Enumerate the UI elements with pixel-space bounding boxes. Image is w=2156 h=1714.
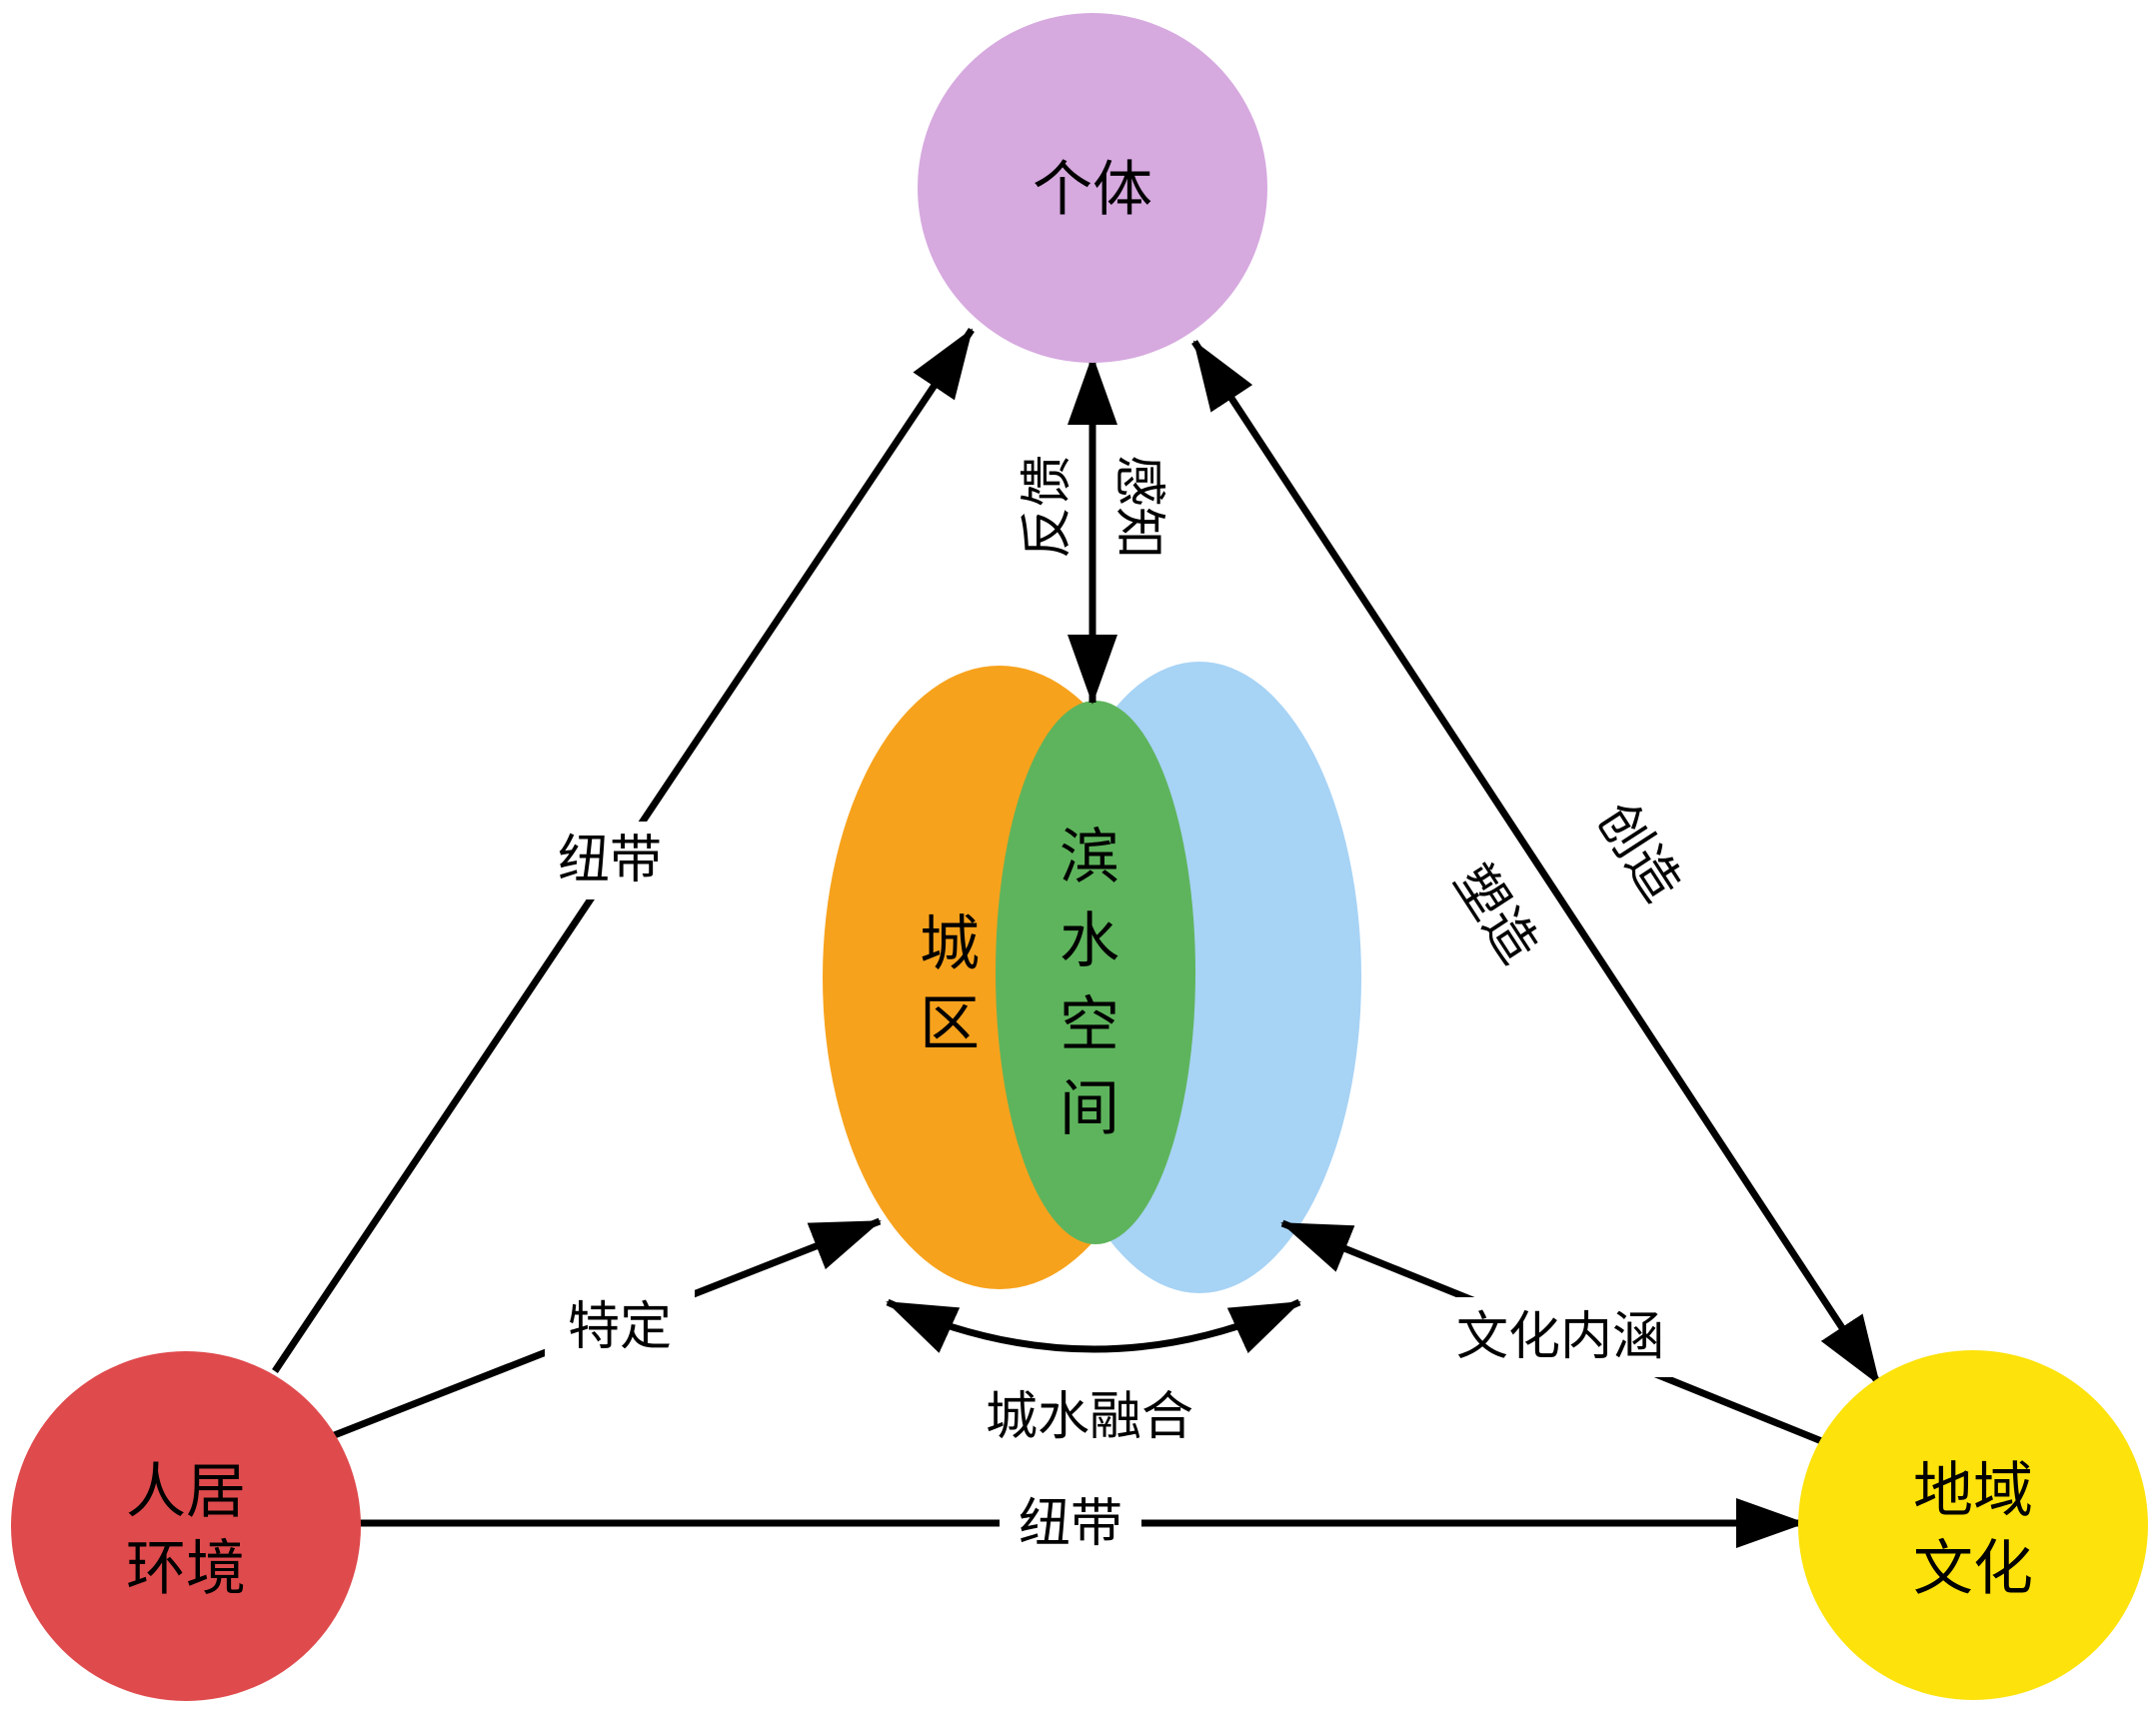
waterfront-label-line3: 空 bbox=[1060, 990, 1119, 1060]
label-individual-culture-a: 创造 bbox=[1585, 793, 1692, 912]
label-individual-culture-b: 塑造 bbox=[1442, 855, 1549, 974]
waterfront-label-line2: 水 bbox=[1060, 906, 1119, 976]
district-label: 城 区 bbox=[920, 909, 980, 1059]
habitat-label-line2: 环境 bbox=[126, 1534, 246, 1604]
waterfront-label: 滨 水 空 间 bbox=[1060, 823, 1119, 1144]
waterfront-ellipse bbox=[996, 701, 1195, 1244]
label-habitat-individual: 纽带 bbox=[558, 831, 662, 890]
district-label-line1: 城 bbox=[920, 909, 980, 979]
habitat-label-line1: 人居 bbox=[126, 1457, 246, 1527]
edge-district-water-loop bbox=[886, 1298, 1301, 1354]
node-individual: 个体 bbox=[918, 13, 1267, 363]
label-culture-water: 文化内涵 bbox=[1456, 1307, 1664, 1367]
node-habitat: 人居 环境 bbox=[11, 1351, 361, 1701]
label-habitat-district: 特定 bbox=[568, 1297, 672, 1357]
waterfront-label-line1: 滨 bbox=[1060, 823, 1119, 892]
culture-label-line1: 地域 bbox=[1913, 1456, 2033, 1526]
district-label-line2: 区 bbox=[920, 989, 980, 1059]
label-vertical-left: 反馈 bbox=[1018, 455, 1078, 559]
label-district-water-loop: 城水融合 bbox=[986, 1387, 1193, 1447]
edge-individual-culture bbox=[1191, 340, 1882, 1386]
individual-label: 个体 bbox=[1033, 155, 1152, 225]
individual-circle bbox=[918, 13, 1267, 363]
label-habitat-culture: 纽带 bbox=[1019, 1494, 1122, 1554]
habitat-circle bbox=[11, 1351, 361, 1701]
culture-label-line2: 文化 bbox=[1913, 1534, 2033, 1604]
waterfront-label-line4: 间 bbox=[1060, 1074, 1119, 1144]
label-backgrounds bbox=[540, 822, 1701, 1559]
culture-circle bbox=[1798, 1350, 2148, 1700]
venn-group bbox=[823, 662, 1361, 1293]
label-vertical-right: 感知 bbox=[1108, 455, 1168, 559]
node-culture: 地域 文化 bbox=[1798, 1350, 2148, 1700]
